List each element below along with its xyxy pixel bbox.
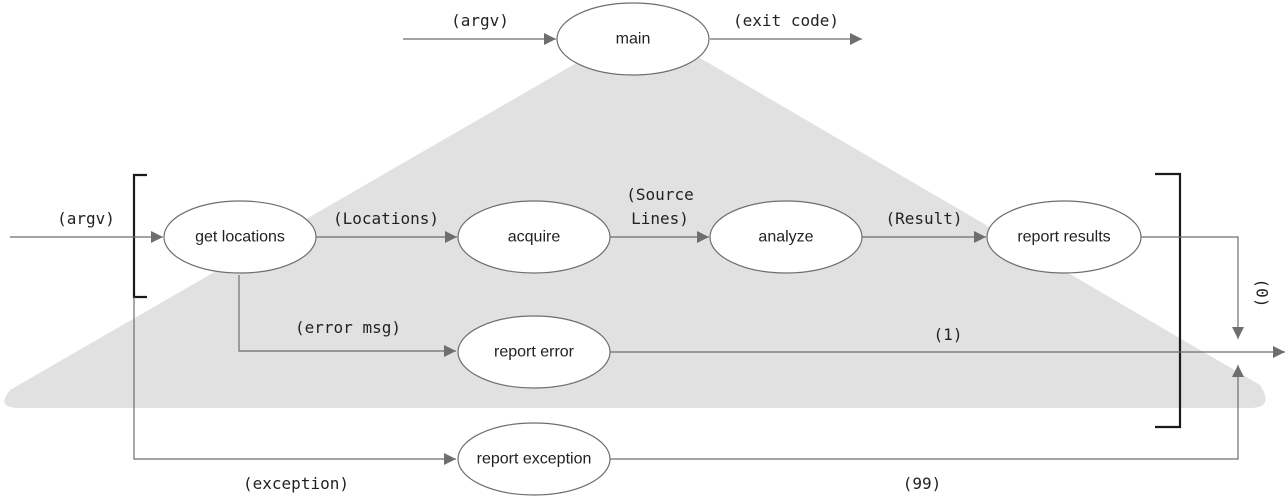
node-report-error: report error bbox=[457, 315, 611, 389]
node-report-exception-label: report exception bbox=[477, 451, 592, 468]
node-main-label: main bbox=[616, 31, 651, 48]
node-report-error-label: report error bbox=[494, 344, 575, 361]
node-get-locations: get locations bbox=[163, 200, 317, 274]
result-label: (Result) bbox=[885, 209, 962, 228]
code-zero-arrow bbox=[1140, 236, 1244, 339]
node-get-locations-label: get locations bbox=[195, 229, 285, 246]
get-locations-input-label: (argv) bbox=[57, 209, 115, 228]
node-report-results-label: report results bbox=[1017, 229, 1110, 246]
error-msg-label: (error msg) bbox=[295, 318, 401, 337]
error-msg-arrow bbox=[238, 275, 456, 357]
node-main: main bbox=[556, 2, 710, 76]
node-analyze: analyze bbox=[709, 200, 863, 274]
node-report-results: report results bbox=[986, 200, 1142, 274]
node-report-exception: report exception bbox=[457, 422, 611, 496]
source-lines-label-line2: Lines) bbox=[631, 209, 689, 228]
code-ninety-nine-label: (99) bbox=[903, 474, 942, 493]
decomposition-triangle bbox=[4, 58, 1266, 408]
right-bracket bbox=[1155, 172, 1182, 429]
code-one-label: (1) bbox=[934, 325, 963, 344]
exception-arrow bbox=[133, 297, 456, 465]
node-analyze-label: analyze bbox=[758, 229, 813, 246]
node-acquire: acquire bbox=[457, 200, 611, 274]
code-ninety-nine-arrow bbox=[610, 365, 1244, 460]
left-bracket bbox=[132, 173, 147, 299]
locations-label: (Locations) bbox=[333, 209, 439, 228]
exception-label: (exception) bbox=[243, 474, 349, 493]
main-output-label: (exit code) bbox=[733, 11, 839, 30]
code-zero-label: (0) bbox=[1253, 279, 1272, 308]
node-acquire-label: acquire bbox=[508, 229, 561, 246]
source-lines-label-line1: (Source bbox=[626, 185, 693, 204]
main-input-label: (argv) bbox=[451, 11, 509, 30]
